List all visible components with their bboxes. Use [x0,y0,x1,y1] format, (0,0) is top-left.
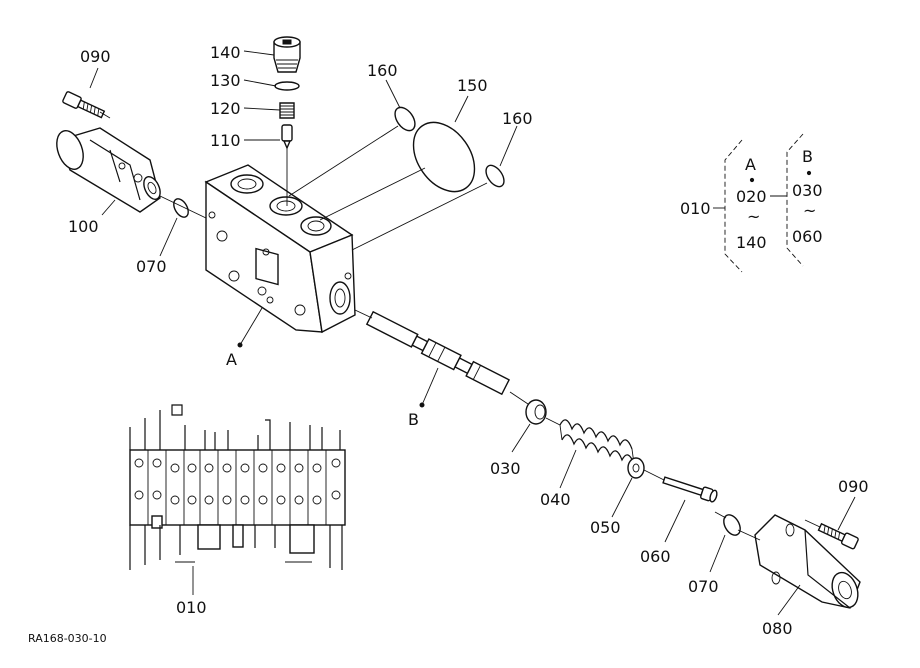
cap-100 [56,127,161,213]
label-090-top: 090 [80,47,111,66]
spring-120 [279,102,295,119]
o-ring-160-left [394,106,416,132]
legend-a-from: 020 [736,187,767,206]
legend-b-tilde: ~ [803,201,816,220]
legend-a-tilde: ~ [747,207,760,226]
label-090-right: 090 [838,477,869,496]
label-150: 150 [457,76,488,95]
bolt-090-left [62,91,106,119]
valve-body-a [204,164,356,334]
o-ring-130 [274,81,300,91]
legend-a-head: A [745,155,756,174]
label-060: 060 [640,547,671,566]
label-010-bottom: 010 [176,598,207,617]
drawing-id: RA168-030-10 [28,632,107,645]
o-ring-070-right [723,514,741,536]
label-070-right: 070 [688,577,719,596]
label-070-left: 070 [136,257,167,276]
leader-lines [89,50,856,616]
label-100: 100 [68,217,99,236]
label-080: 080 [762,619,793,638]
bolt-090-right [817,522,859,550]
washer-050 [627,457,645,479]
legend-b-to: 060 [792,227,823,246]
legend-b-head: B [802,147,813,166]
label-160-left: 160 [367,61,398,80]
label-a: A [226,350,237,369]
label-b: B [408,410,419,429]
o-ring-160-right [485,164,505,188]
label-140: 140 [210,43,241,62]
spool-b [365,310,511,396]
label-040: 040 [540,490,571,509]
cap-080 [754,514,861,609]
o-ring-150 [412,121,476,193]
assembly-lines [99,111,821,541]
label-120: 120 [210,99,241,118]
o-ring-070-left [173,198,189,218]
legend: 010 A 020 ~ 140 B 030 ~ 060 [680,133,823,273]
label-110: 110 [210,131,241,150]
legend-main-010: 010 [680,199,711,218]
stop-bolt-060 [662,476,718,503]
relief-plug-140 [273,36,301,73]
assembly-thumbnail-010 [129,404,346,570]
label-030: 030 [490,459,521,478]
spring-040 [559,419,635,465]
label-160-right: 160 [502,109,533,128]
legend-b-from: 030 [792,181,823,200]
label-130: 130 [210,71,241,90]
spring-seat-030 [525,399,547,425]
label-050: 050 [590,518,621,537]
poppet-110 [281,124,293,150]
legend-a-to: 140 [736,233,767,252]
